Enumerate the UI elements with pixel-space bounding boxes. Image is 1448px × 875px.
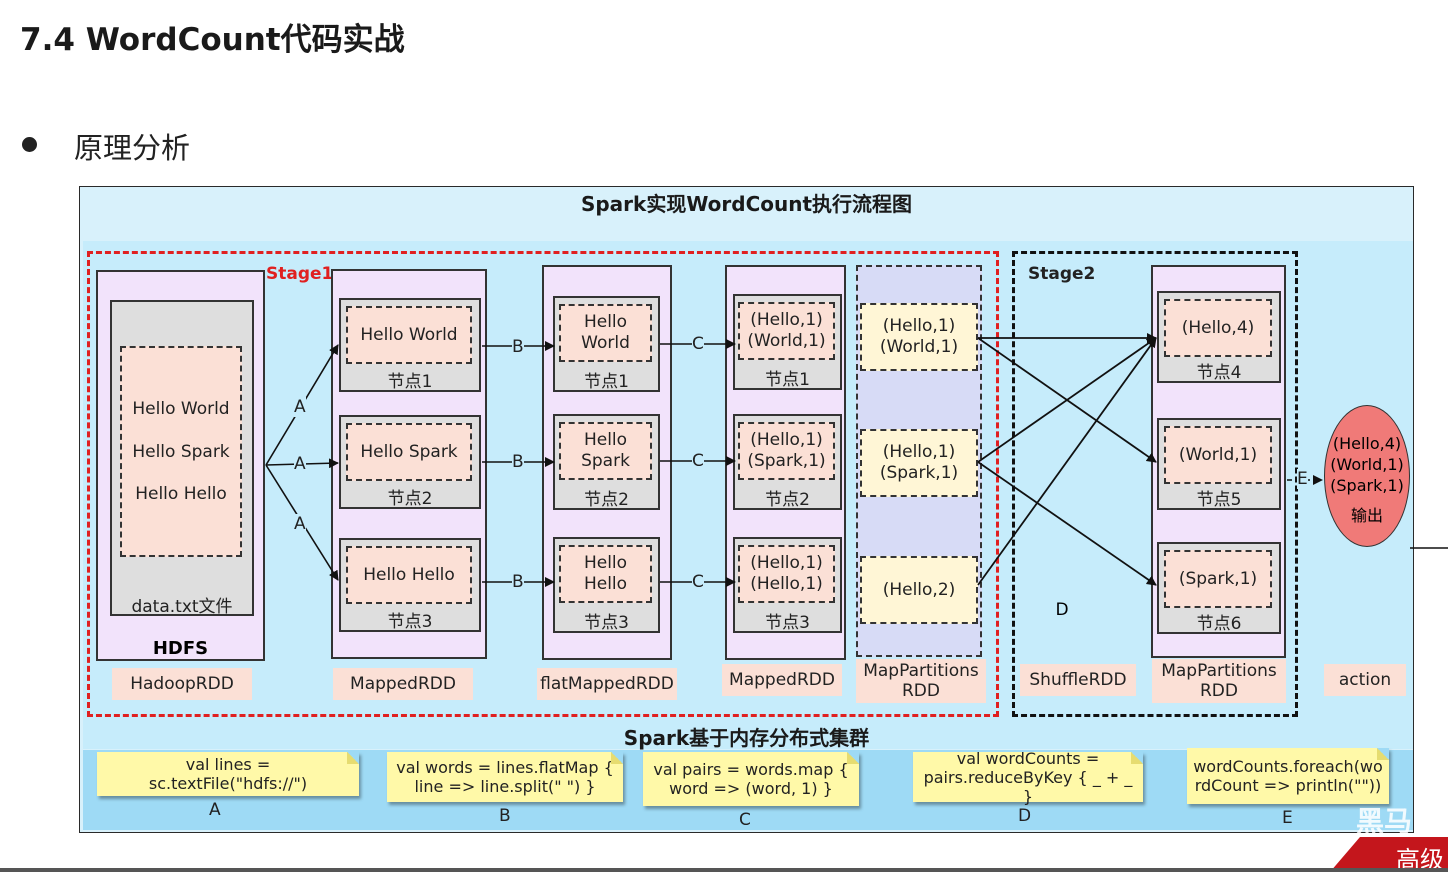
arrow-label-b-2: B — [512, 452, 524, 472]
hdfs-file-label: data.txt文件 — [131, 596, 233, 617]
arrow-label-d: D — [1055, 600, 1069, 620]
mapped-2-node-1-label: 节点1 — [765, 369, 810, 390]
rdd-label-flatmapped: flatMappedRDD — [537, 668, 677, 700]
rdd-label-hadoop: HadoopRDD — [112, 668, 252, 700]
arrow-label-c-2: C — [692, 451, 704, 471]
bullet-dot — [22, 137, 37, 152]
rdd-label-action: action — [1324, 664, 1406, 696]
stage1-label: Stage1 — [266, 264, 334, 284]
code-note-5: wordCounts.foreach(wo rdCount => println… — [1187, 748, 1389, 804]
mapped-2-node-2-text: (Hello,1) (Spark,1) — [738, 422, 835, 480]
stage2-node-2-text: (World,1) — [1164, 426, 1272, 484]
rdd-label-shuffle: ShuffleRDD — [1020, 664, 1136, 696]
stage2-label: Stage2 — [1028, 264, 1096, 284]
mapped-1-node-2-label: 节点2 — [387, 488, 433, 509]
flatmapped-node-1-text: Hello World — [559, 304, 652, 362]
arrow-label-b-3: B — [512, 572, 524, 592]
code-letter-2: B — [499, 806, 511, 826]
rdd-label-mapped-1: MappedRDD — [333, 668, 473, 700]
bottom-title: Spark基于内存分布式集群 — [623, 725, 870, 750]
arrow-label-b-1: B — [512, 337, 524, 357]
mapped-1-node-1-text: Hello World — [346, 306, 472, 364]
slide-title: 7.4 WordCount代码实战 — [20, 22, 405, 58]
mappartitions-item-1: (Hello,1) (World,1) — [860, 303, 978, 371]
mapped-2-node-3-text: (Hello,1) (Hello,1) — [738, 545, 835, 603]
flatmapped-node-2-label: 节点2 — [584, 489, 629, 510]
stage2-node-1-text: (Hello,4) — [1164, 299, 1272, 357]
mapped-2-node-3-label: 节点3 — [765, 612, 810, 633]
mapped-1-node-2-text: Hello Spark — [346, 423, 472, 481]
hdfs-label: HDFS — [152, 637, 209, 659]
flatmapped-node-3-label: 节点3 — [584, 612, 629, 633]
hdfs-line-2: Hello Spark — [132, 442, 230, 462]
code-letter-5: E — [1282, 808, 1293, 828]
watermark-logo: 黑马 — [1356, 805, 1413, 838]
rdd-label-mappartitions-1: MapPartitions RDD — [856, 659, 986, 703]
mapped-1-node-3-label: 节点3 — [387, 611, 433, 632]
arrow-label-e: E — [1297, 469, 1308, 489]
output-label: 输出 — [1350, 505, 1383, 525]
arrow-label-a-3: A — [294, 514, 306, 534]
rdd-label-mappartitions-2: MapPartitions RDD — [1152, 659, 1286, 703]
arrow-label-a-1: A — [294, 397, 306, 417]
mappartitions-item-2: (Hello,1) (Spark,1) — [860, 429, 978, 497]
hdfs-line-3: Hello Hello — [135, 484, 227, 504]
hdfs-line-1: Hello World — [132, 399, 230, 419]
code-note-3: val pairs = words.map { word => (word, 1… — [643, 752, 859, 806]
arrow-label-c-3: C — [692, 572, 704, 592]
mapped-1-node-1-label: 节点1 — [387, 371, 433, 392]
flatmapped-node-2-text: Hello Spark — [559, 422, 652, 480]
mapped-2-node-2-label: 节点2 — [765, 489, 810, 510]
mapped-2-node-1-text: (Hello,1) (World,1) — [738, 302, 835, 360]
stage2-node-1-label: 节点4 — [1196, 362, 1242, 383]
flatmapped-node-1-label: 节点1 — [584, 371, 629, 392]
code-letter-4: D — [1018, 806, 1032, 826]
arrow-label-c-1: C — [692, 334, 704, 354]
hdfs-file-content — [120, 346, 242, 557]
arrow-label-a-2: A — [294, 454, 306, 474]
diagram-title: Spark实现WordCount执行流程图 — [580, 191, 913, 216]
bullet-text: 原理分析 — [74, 131, 191, 165]
code-letter-1: A — [209, 800, 221, 820]
code-note-1: val lines = sc.textFile("hdfs://") — [97, 752, 359, 796]
mappartitions-item-3: (Hello,2) — [860, 556, 978, 624]
output-ellipse: (Hello,4) (World,1) (Spark,1) 输出 — [1324, 405, 1410, 547]
stage2-node-3-text: (Spark,1) — [1164, 550, 1272, 608]
code-note-2: val words = lines.flatMap { line => line… — [387, 752, 623, 802]
bottom-rule — [0, 868, 1448, 872]
code-note-4: val wordCounts = pairs.reduceByKey { _ +… — [913, 749, 1143, 806]
stage2-node-3-label: 节点6 — [1196, 613, 1242, 634]
flatmapped-node-3-text: Hello Hello — [559, 545, 652, 603]
code-letter-3: C — [739, 810, 751, 830]
mapped-1-node-3-text: Hello Hello — [346, 546, 472, 604]
rdd-label-mapped-2: MappedRDD — [722, 664, 842, 696]
stage2-node-2-label: 节点5 — [1196, 489, 1242, 510]
output-values: (Hello,4) (World,1) (Spark,1) — [1330, 433, 1404, 495]
